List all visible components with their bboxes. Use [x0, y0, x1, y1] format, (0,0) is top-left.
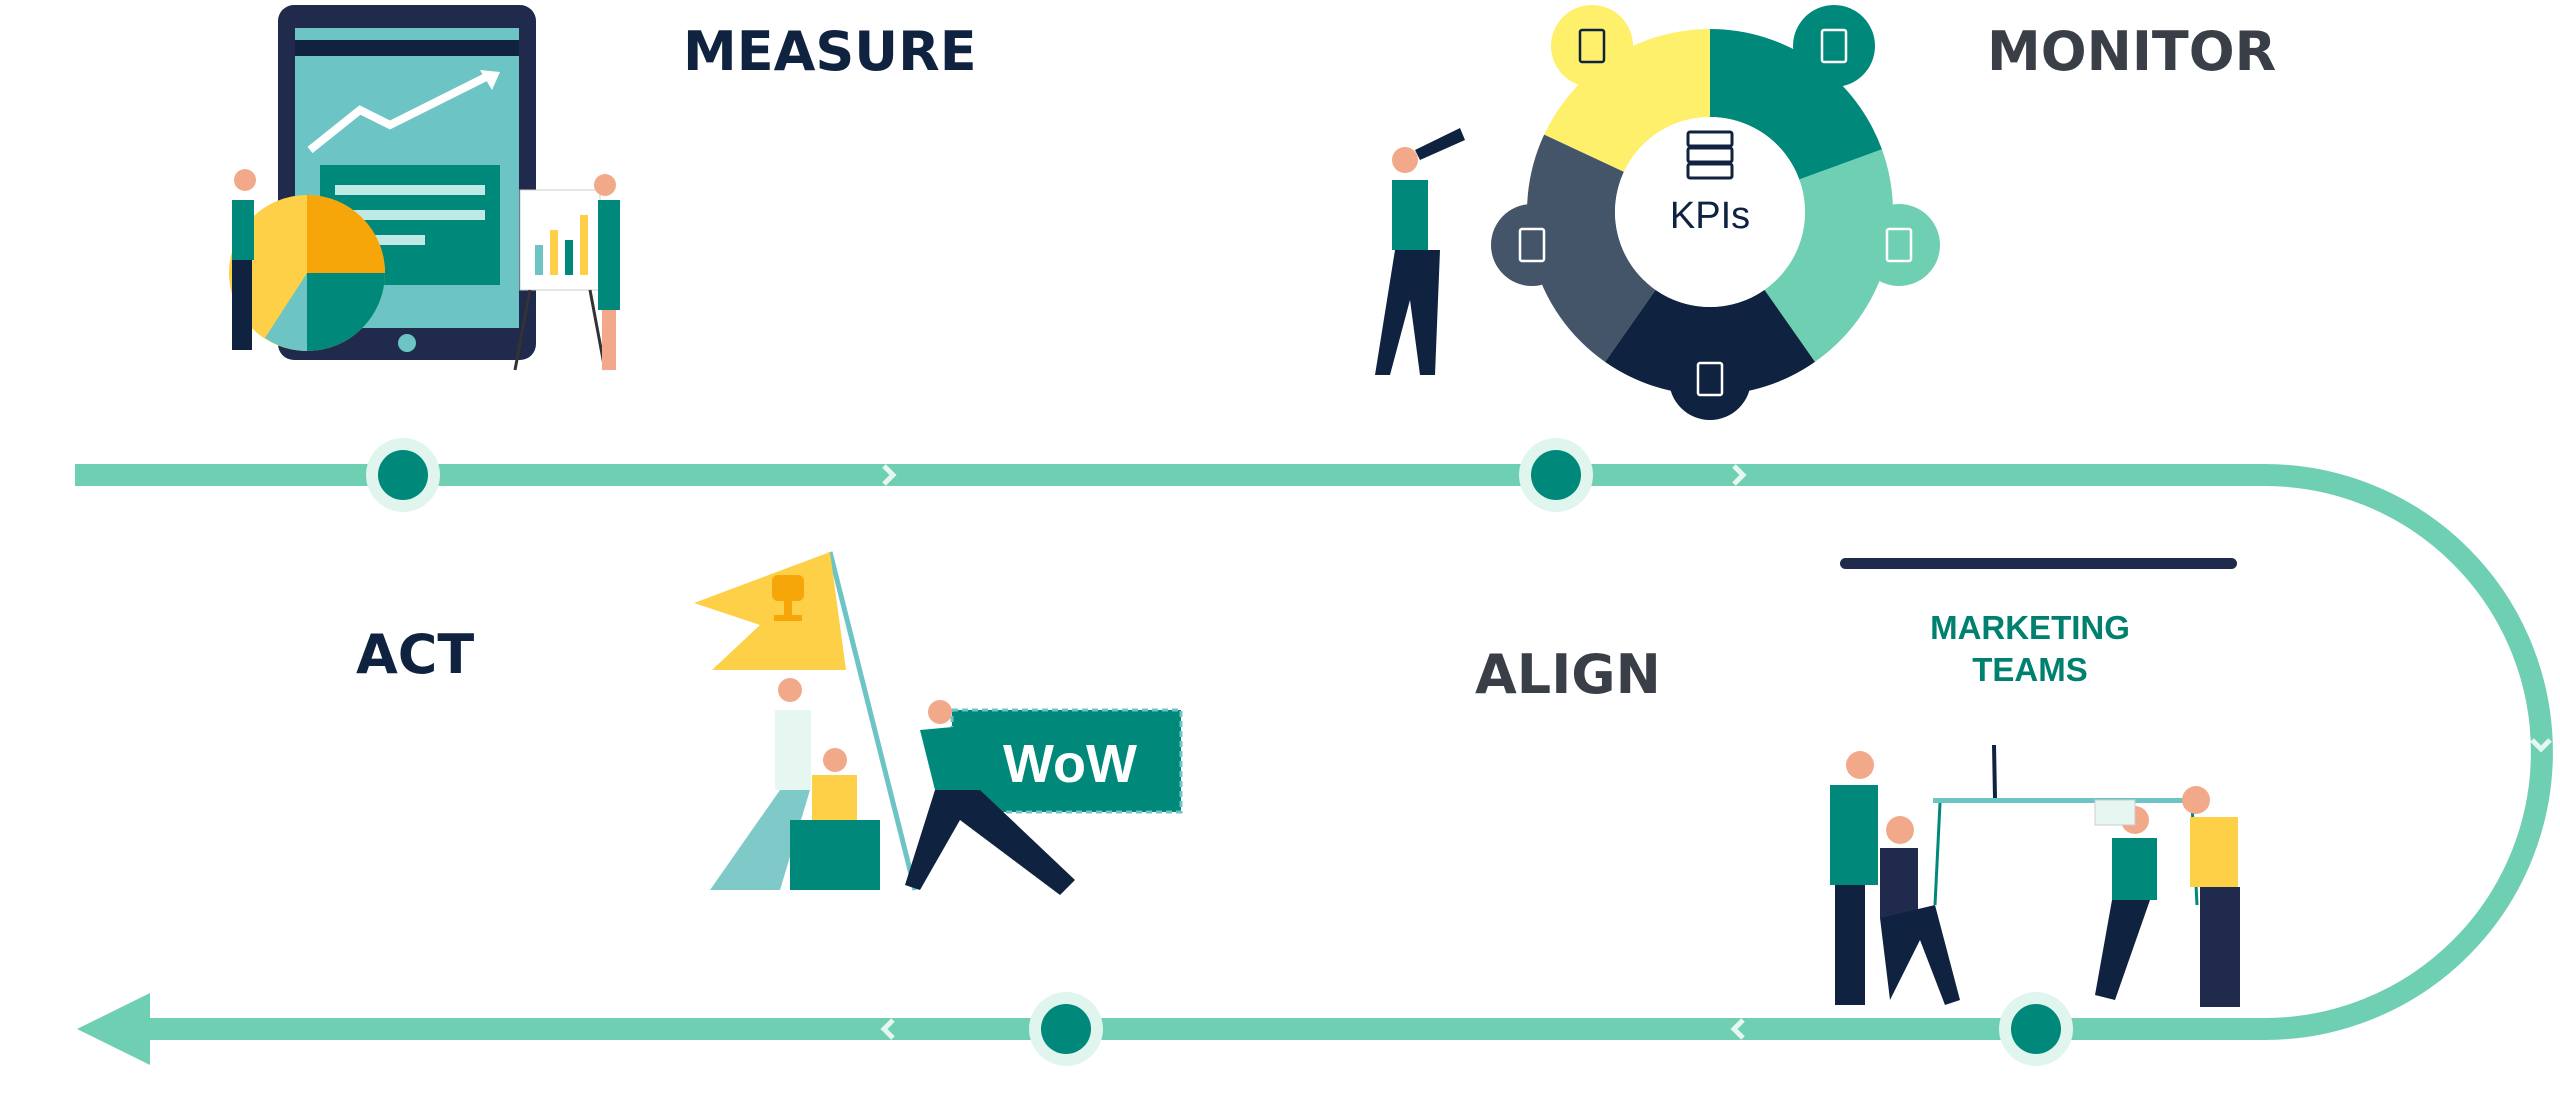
node-measure[interactable]: [366, 438, 440, 512]
telescope-person: [1375, 128, 1465, 375]
wow-banner: [950, 708, 1183, 814]
document-hand-icon: [1491, 204, 1573, 286]
marketing-label-line2: TEAMS: [1972, 651, 2088, 688]
timeline-nodes: [366, 438, 2073, 1066]
monitor-illustration: KPIs: [1375, 5, 1940, 420]
kpi-segment-award: [1544, 29, 1710, 172]
stage-title-align: ALIGN: [1475, 643, 1661, 706]
server-icon: [1686, 130, 1734, 180]
arrow-head-icon: [77, 993, 150, 1065]
trend-arrow-icon: [307, 71, 492, 154]
document-checklist-icon-glyph: [1696, 361, 1724, 397]
kpi-center: [1615, 117, 1805, 307]
trophy-icon: [772, 575, 804, 621]
award-badge-icon-glyph: [1578, 28, 1606, 64]
checklist-icon-glyph: [1820, 28, 1848, 64]
chevron-left-icon: [1730, 1018, 1745, 1040]
bottom-track: [140, 1018, 2265, 1040]
stage-title-monitor: MONITOR: [1987, 20, 2276, 83]
kpi-center-label: KPIs: [1670, 195, 1750, 237]
divider-bar: [1840, 558, 2237, 569]
laptop: [1992, 744, 1997, 799]
cycle-track: [75, 464, 2553, 1065]
node-act[interactable]: [1029, 992, 1103, 1066]
measure-illustration: [229, 5, 620, 371]
kpi-segment-document-hand: [1527, 134, 1656, 362]
document-checklist-icon: [1669, 338, 1751, 420]
monitor-chart-icon: [1858, 204, 1940, 286]
kpi-wheel: [1491, 5, 1940, 420]
chevrons: [880, 464, 2552, 1040]
chevron-down-icon: [2530, 738, 2552, 753]
node-monitor[interactable]: [1519, 438, 1593, 512]
top-track: [75, 464, 2265, 486]
stage-title-act: ACT: [356, 623, 474, 686]
kpi-segment-dashboard: [1764, 149, 1893, 362]
flag-pole: [827, 551, 918, 891]
monitor-chart-icon-glyph: [1885, 227, 1913, 263]
table: [1933, 798, 2198, 803]
kpi-segment-checklist: [1710, 29, 1882, 180]
checklist-icon: [1793, 5, 1875, 87]
tablet-home-button: [398, 334, 416, 352]
telescope-icon: [1415, 128, 1465, 160]
award-badge-icon: [1551, 5, 1633, 87]
stage-title-measure: MEASURE: [683, 20, 977, 83]
chevron-right-icon: [1732, 464, 1747, 486]
trophy-flag: [694, 552, 846, 670]
align-illustration: MARKETING TEAMS: [1830, 558, 2240, 1007]
act-illustration: WoW: [694, 551, 1183, 895]
chevron-left-icon: [880, 1018, 895, 1040]
wow-banner-label: WoW: [1003, 734, 1137, 794]
chevron-right-icon: [882, 464, 897, 486]
document-hand-icon-glyph: [1518, 227, 1546, 263]
marketing-label-line1: MARKETING: [1930, 609, 2130, 646]
node-align[interactable]: [1999, 992, 2073, 1066]
track-curve: [2264, 464, 2553, 1040]
